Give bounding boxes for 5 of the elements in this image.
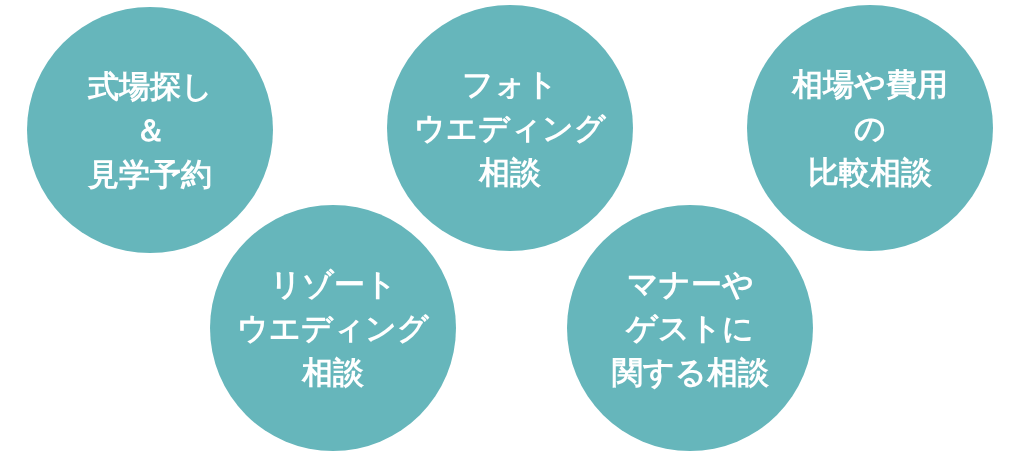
topic-label: フォトウエディング相談 (414, 65, 606, 192)
topic-label: マナーやゲストに関する相談 (611, 265, 769, 392)
topic-label: 相場や費用の比較相談 (792, 65, 948, 192)
topic-label: 式場探し＆見学予約 (87, 67, 213, 194)
topic-label: リゾートウエディング相談 (237, 265, 429, 392)
